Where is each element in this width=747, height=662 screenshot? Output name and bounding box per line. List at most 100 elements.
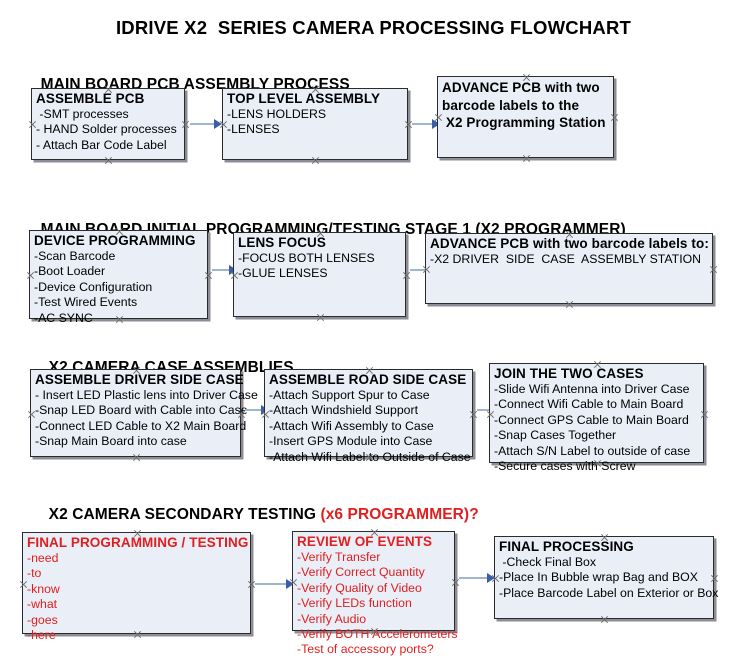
- flow-box-device-programming[interactable]: DEVICE PROGRAMMING -Scan Barcode -Boot L…: [29, 230, 208, 325]
- connector-review-of-events-to-final-processing: [459, 577, 492, 579]
- flow-box-line: -SMT processes: [36, 107, 129, 121]
- connection-handle-bottom[interactable]: [132, 453, 141, 462]
- flow-box-line: -AC SYNC: [34, 310, 93, 325]
- connector-assemble-pcb-to-top-level-assembly: [190, 123, 216, 125]
- connection-handle-right[interactable]: [700, 410, 709, 419]
- connection-handle-right[interactable]: [181, 120, 190, 129]
- flow-box-title: ADVANCE PCB with two barcode labels to:: [430, 236, 709, 251]
- flow-box-line: -Attach S/N Label to outside of case: [494, 443, 691, 458]
- flow-box-line: -Attach Windshield Support: [269, 403, 419, 418]
- flow-box-line: -LENSES: [227, 122, 280, 137]
- flow-box-line: -Boot Loader: [34, 264, 106, 279]
- connection-handle-right[interactable]: [710, 574, 719, 583]
- flow-box-line: -Check Final Box: [499, 555, 597, 569]
- flow-box-assemble-pcb[interactable]: ASSEMBLE PCB -SMT processes - HAND Solde…: [31, 88, 185, 160]
- flow-box-line: -Attach Wifi Assembly to Case: [269, 418, 434, 433]
- flow-box-lens-focus[interactable]: LENS FOCUS -FOCUS BOTH LENSES -GLUE LENS…: [233, 232, 406, 317]
- flow-box-line: -Snap LED Board with Cable into Case: [35, 403, 248, 418]
- flow-box-title: barcode labels to the: [442, 97, 580, 113]
- flow-box-final-programming-testing[interactable]: FINAL PROGRAMMING / TESTING -need -to -k…: [22, 532, 251, 642]
- flow-box-top-level-assembly[interactable]: TOP LEVEL ASSEMBLY -LENS HOLDERS -LENSES: [222, 88, 408, 160]
- flow-box-line: - Attach Bar Code Label: [36, 137, 167, 152]
- connection-handle-bottom[interactable]: [104, 156, 113, 165]
- flow-box-title: X2 Programming Station: [442, 115, 606, 130]
- arrow-head-icon: [487, 573, 495, 583]
- connection-handle-right[interactable]: [469, 410, 478, 419]
- flow-box-line: -Verify Audio: [297, 611, 367, 626]
- flow-box-assemble-road-side-case[interactable]: ASSEMBLE ROAD SIDE CASE -Attach Support …: [264, 369, 473, 464]
- flow-box-title: ADVANCE PCB with two: [442, 80, 600, 95]
- flow-box-line: -Place In Bubble wrap Bag and BOX: [499, 570, 698, 585]
- arrow-head-icon: [432, 119, 440, 129]
- flow-box-title: ASSEMBLE DRIVER SIDE CASE: [35, 372, 244, 387]
- flow-box-line: -Verify BOTH Accelerometers: [297, 627, 458, 642]
- flow-box-line: -here: [27, 628, 56, 643]
- flow-box-line: -Test Wired Events: [34, 295, 138, 310]
- flow-box-line: -X2 DRIVER SIDE CASE ASSEMBLY STATION: [430, 252, 702, 266]
- flow-box-assemble-driver-side-case[interactable]: ASSEMBLE DRIVER SIDE CASE - Insert LED P…: [30, 369, 258, 457]
- flow-box-line: -Secure cases with Screw: [494, 459, 636, 474]
- flow-box-line: -Verify Correct Quantity: [297, 565, 425, 580]
- flow-box-line: -Slide Wifi Antenna into Driver Case: [494, 382, 690, 396]
- flow-box-final-processing[interactable]: FINAL PROCESSING -Check Final Box -Place…: [494, 536, 719, 619]
- flow-box-title: ASSEMBLE PCB: [36, 91, 145, 106]
- connection-handle-right[interactable]: [610, 113, 619, 122]
- flow-box-line: -LENS HOLDERS: [227, 107, 327, 121]
- connection-handle-bottom[interactable]: [565, 300, 574, 309]
- flow-box-title: TOP LEVEL ASSEMBLY: [227, 91, 381, 106]
- flow-box-title: FINAL PROGRAMMING / TESTING: [27, 535, 249, 550]
- connector-lens-focus-to-advance-pcb-driver-side: [410, 269, 432, 271]
- flow-box-line: -Connect LED Cable to X2 Main Board: [35, 418, 247, 433]
- connection-handle-right[interactable]: [402, 271, 411, 280]
- page-title: IDRIVE X2 SERIES CAMERA PROCESSING FLOWC…: [115, 17, 632, 38]
- connection-handle-right[interactable]: [709, 265, 718, 274]
- flow-box-line: -GLUE LENSES: [238, 266, 328, 281]
- connection-handle-right[interactable]: [204, 271, 213, 280]
- connection-handle-bottom[interactable]: [311, 156, 320, 165]
- flow-box-line: -know: [27, 581, 60, 596]
- flow-box-line: -Attach Support Spur to Case: [269, 388, 430, 402]
- connection-handle-bottom[interactable]: [316, 313, 325, 322]
- flow-box-join-the-two-cases[interactable]: JOIN THE TWO CASES -Slide Wifi Antenna i…: [489, 363, 704, 473]
- connector-final-programming-to-review-of-events: [255, 583, 291, 585]
- flow-box-line: -Scan Barcode: [34, 249, 116, 263]
- section-heading-x2-camera-secondary-testing: X2 CAMERA SECONDARY TESTING (x6 PROGRAMM…: [31, 488, 479, 542]
- flow-box-line: -what: [27, 597, 58, 612]
- flow-box-title: LENS FOCUS: [238, 235, 327, 250]
- section-heading-accent: (x6 PROGRAMMER)?: [320, 506, 479, 523]
- flow-box-title: FINAL PROCESSING: [499, 539, 634, 554]
- connection-handle-bottom[interactable]: [600, 615, 609, 624]
- flow-box-title: REVIEW OF EVENTS: [297, 534, 433, 549]
- arrow-head-icon: [286, 579, 294, 589]
- flow-box-line: -Test of accessory ports?: [297, 642, 434, 657]
- flow-box-line: -need: [27, 551, 59, 565]
- connection-handle-bottom[interactable]: [522, 154, 531, 163]
- flow-box-advance-pcb-to-driver-side-case-assembly[interactable]: ADVANCE PCB with two barcode labels to: …: [425, 233, 713, 304]
- arrow-head-icon: [214, 119, 222, 129]
- flow-box-line: -Snap Cases Together: [494, 428, 617, 443]
- flow-box-title: ASSEMBLE ROAD SIDE CASE: [269, 372, 467, 387]
- flow-box-line: -Verify Transfer: [297, 550, 381, 564]
- flow-box-line: - Insert LED Plastic lens into Driver Ca…: [35, 388, 258, 402]
- flow-box-review-of-events[interactable]: REVIEW OF EVENTS -Verify Transfer -Verif…: [292, 531, 458, 656]
- connection-handle-right[interactable]: [451, 578, 460, 587]
- connector-road-side-to-join-cases: [477, 409, 498, 411]
- flow-box-line: -Device Configuration: [34, 279, 153, 294]
- flow-box-line: -Attach Wifi Label to Outside of Case: [269, 449, 471, 464]
- flow-box-line: -Place Barcode Label on Exterior or Box: [499, 585, 719, 600]
- flow-box-line: -FOCUS BOTH LENSES: [238, 251, 375, 265]
- flow-box-line: -Verify LEDs function: [297, 596, 412, 611]
- flow-box-line: -Insert GPS Module into Case: [269, 434, 433, 449]
- flow-box-advance-pcb-to-x2-programming-station[interactable]: ADVANCE PCB with two barcode labels to t…: [437, 76, 614, 158]
- connector-top-level-assembly-to-advance-pcb: [412, 123, 437, 125]
- section-heading-text: X2 CAMERA SECONDARY TESTING: [48, 506, 321, 523]
- connector-device-programming-to-lens-focus: [212, 269, 235, 271]
- flow-box-line: -to: [27, 566, 42, 581]
- flow-box-line: -Verify Quality of Video: [297, 580, 422, 595]
- flow-box-title: DEVICE PROGRAMMING: [34, 233, 196, 248]
- flow-box-line: -Connect GPS Cable to Main Board: [494, 412, 689, 427]
- flow-box-line: -goes: [27, 612, 58, 627]
- flow-box-line: -Snap Main Board into case: [35, 434, 187, 449]
- flow-box-line: -Connect Wifi Cable to Main Board: [494, 397, 684, 412]
